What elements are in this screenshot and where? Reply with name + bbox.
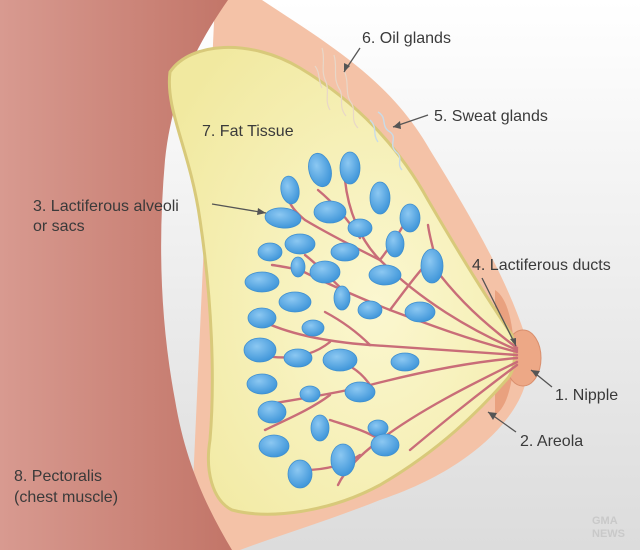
label-pectoralis-line2: (chest muscle) (14, 489, 118, 506)
label-alveoli-line1: 3. Lactiferous alveoli (33, 198, 179, 215)
alveolus (313, 200, 347, 224)
alveolus (390, 352, 420, 372)
alveolus (244, 271, 280, 293)
alveolus (330, 443, 356, 477)
alveolus (284, 233, 316, 255)
alveolus (309, 260, 341, 284)
alveoli-pointer (211, 203, 267, 214)
alveolus (344, 381, 376, 403)
sweat-glands (369, 111, 403, 171)
alveolus (333, 285, 351, 311)
arrowhead (393, 121, 401, 129)
alveolus (385, 230, 405, 258)
alveolus (308, 152, 332, 188)
alveolus (347, 218, 373, 238)
label-pectoralis-line1: 8. Pectoralis (14, 468, 102, 485)
alveolus (246, 373, 278, 395)
watermark-line1: GMA (592, 515, 618, 527)
alveolus (287, 459, 313, 489)
label-alveoli-line2: or sacs (33, 218, 85, 235)
label-nipple: 1. Nipple (555, 387, 618, 404)
alveolus (257, 400, 287, 424)
arrowhead (257, 208, 266, 215)
alveolus (278, 291, 312, 313)
watermark-line2: NEWS (592, 528, 625, 540)
pectoralis-muscle (0, 0, 232, 550)
alveolus (339, 151, 361, 185)
fat-tissue (167, 45, 517, 516)
label-sweat-glands: 5. Sweat glands (434, 108, 548, 125)
alveolus (290, 256, 306, 278)
alveolus (322, 348, 358, 372)
alveolus (399, 203, 421, 233)
arrowhead (344, 63, 350, 72)
lactiferous-alveoli (243, 151, 444, 489)
alveolus (420, 248, 444, 284)
alveolus (283, 348, 313, 368)
alveolus (368, 264, 402, 286)
ducts-pointer (481, 277, 517, 347)
alveolus (257, 242, 283, 262)
alveolus (243, 337, 277, 363)
oil-glands (314, 47, 359, 129)
alveolus (357, 300, 383, 320)
arrowhead (531, 370, 540, 377)
alveolus (370, 433, 400, 457)
alveolus (330, 242, 360, 262)
alveolus (258, 434, 290, 458)
label-fat-tissue: 7. Fat Tissue (202, 123, 294, 140)
label-areola: 2. Areola (520, 433, 583, 450)
alveolus (299, 385, 321, 403)
alveolus (247, 307, 277, 329)
alveolus (280, 175, 300, 205)
label-oil-glands: 6. Oil glands (362, 30, 451, 47)
alveolus (404, 301, 436, 323)
arrowhead (488, 412, 497, 420)
alveolus (301, 319, 325, 337)
alveolus (310, 414, 330, 442)
alveolus (264, 207, 302, 229)
arrowhead (510, 338, 516, 346)
leader-arrowheads (257, 63, 540, 420)
label-lactiferous-ducts: 4. Lactiferous ducts (472, 257, 611, 274)
alveolus (369, 181, 391, 215)
